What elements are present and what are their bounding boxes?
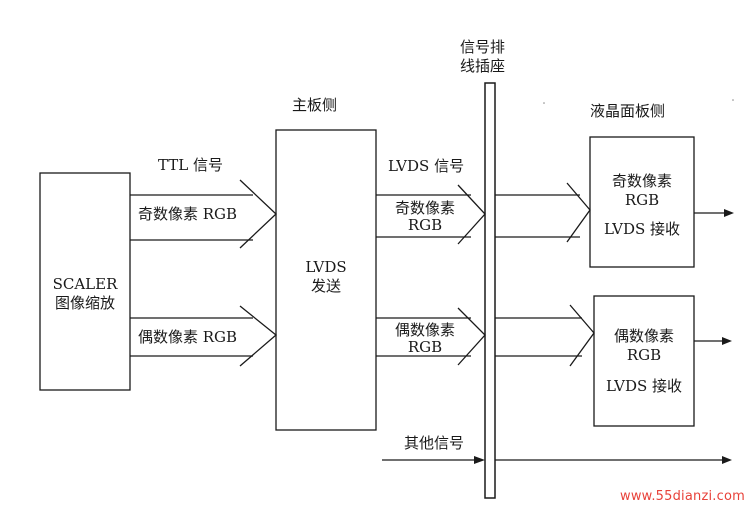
- other-signal-label: 其他信号: [404, 434, 465, 452]
- odd-rx-label-line2: RGB: [624, 191, 660, 209]
- panel-odd-bus: [495, 182, 591, 243]
- even-rx-label-line3: LVDS 接收: [605, 377, 683, 395]
- even-output-arrow: [694, 337, 732, 345]
- even-rx-label-line2: RGB: [626, 346, 662, 364]
- ttl-odd-bus: [130, 179, 277, 249]
- connector-bar: [484, 82, 496, 499]
- ttl-signal-label: TTL 信号: [158, 156, 224, 174]
- lvds-even-label-line2: RGB: [407, 338, 443, 356]
- lvds-tx-label-line2: 发送: [310, 277, 341, 295]
- scaler-label-line2: 图像缩放: [54, 294, 115, 312]
- ttl-even-bus: [130, 305, 278, 367]
- panel-heading: 液晶面板侧: [590, 102, 666, 120]
- lvds-even-label-line1: 偶数像素: [394, 321, 455, 339]
- connector-heading-line2: 线插座: [460, 57, 506, 75]
- odd-output-arrow: [694, 209, 734, 217]
- other-signal-line: [382, 456, 732, 464]
- even-rx-box: [593, 295, 695, 427]
- mainboard-heading: 主板侧: [292, 96, 338, 114]
- scaler-box: [39, 172, 131, 391]
- lvds-odd-bus: [376, 184, 486, 245]
- odd-rx-label-line1: 奇数像素: [611, 172, 672, 190]
- lvds-odd-label-line2: RGB: [407, 216, 443, 234]
- odd-rx-label-line3: LVDS 接收: [603, 220, 681, 238]
- connector-heading-line1: 信号排: [460, 38, 506, 56]
- lvds-even-bus: [376, 307, 486, 366]
- lvds-odd-label-line1: 奇数像素: [394, 199, 455, 217]
- scaler-label-line1: SCALER: [52, 275, 118, 293]
- ttl-odd-label: 奇数像素 RGB: [138, 205, 238, 223]
- watermark-text: www.55dianzi.com: [620, 489, 745, 504]
- even-rx-label-line1: 偶数像素: [613, 327, 674, 345]
- panel-even-bus: [495, 304, 595, 367]
- lvds-tx-label-line1: LVDS: [305, 258, 347, 276]
- ttl-even-label: 偶数像素 RGB: [138, 328, 238, 346]
- lvds-tx-box: [275, 129, 377, 431]
- lvds-signal-label: LVDS 信号: [388, 157, 465, 175]
- odd-rx-box: [589, 136, 695, 268]
